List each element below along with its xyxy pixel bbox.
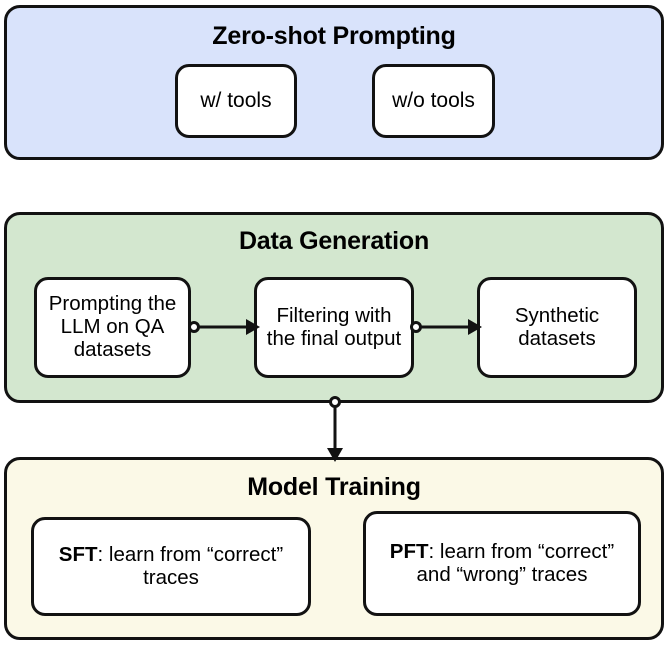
node-sft-label: SFT: learn from “correct” traces — [40, 542, 302, 590]
node-synthetic-datasets[interactable]: Synthetic datasets — [477, 277, 637, 378]
node-w-tools-label: w/ tools — [200, 89, 272, 113]
node-sft[interactable]: SFT: learn from “correct” traces — [31, 517, 311, 616]
panel-zero-shot-prompting: Zero-shot Prompting — [4, 5, 664, 160]
node-pft-label: PFT: learn from “correct” and “wrong” tr… — [372, 539, 632, 587]
panel-title-zero-shot-prompting: Zero-shot Prompting — [212, 22, 456, 50]
node-w-tools[interactable]: w/ tools — [175, 64, 297, 138]
node-sft-suffix: : learn from “correct” traces — [97, 542, 284, 589]
panel-title-data-generation: Data Generation — [238, 227, 430, 255]
node-filtering-final-output[interactable]: Filtering with the final output — [254, 277, 414, 378]
node-pft-prefix: PFT — [389, 539, 429, 563]
node-wo-tools-label: w/o tools — [392, 89, 475, 113]
node-sft-prefix: SFT — [58, 542, 98, 566]
node-prompting-the-llm[interactable]: Prompting the LLM on QA datasets — [34, 277, 191, 378]
node-prompting-label: Prompting the LLM on QA datasets — [48, 292, 177, 361]
connector-prompting-to-filtering-arrow-icon — [188, 319, 260, 335]
panel-title-model-training: Model Training — [247, 473, 421, 501]
node-pft[interactable]: PFT: learn from “correct” and “wrong” tr… — [363, 511, 641, 616]
connector-datagen-to-training-arrow-icon — [327, 396, 343, 462]
connector-filtering-to-synthetic-arrow-icon — [410, 319, 482, 335]
node-synthetic-label: Synthetic datasets — [514, 303, 600, 350]
node-pft-suffix: : learn from “correct” and “wrong” trace… — [416, 539, 615, 586]
node-wo-tools[interactable]: w/o tools — [372, 64, 495, 138]
node-filtering-label: Filtering with the final output — [266, 303, 402, 350]
